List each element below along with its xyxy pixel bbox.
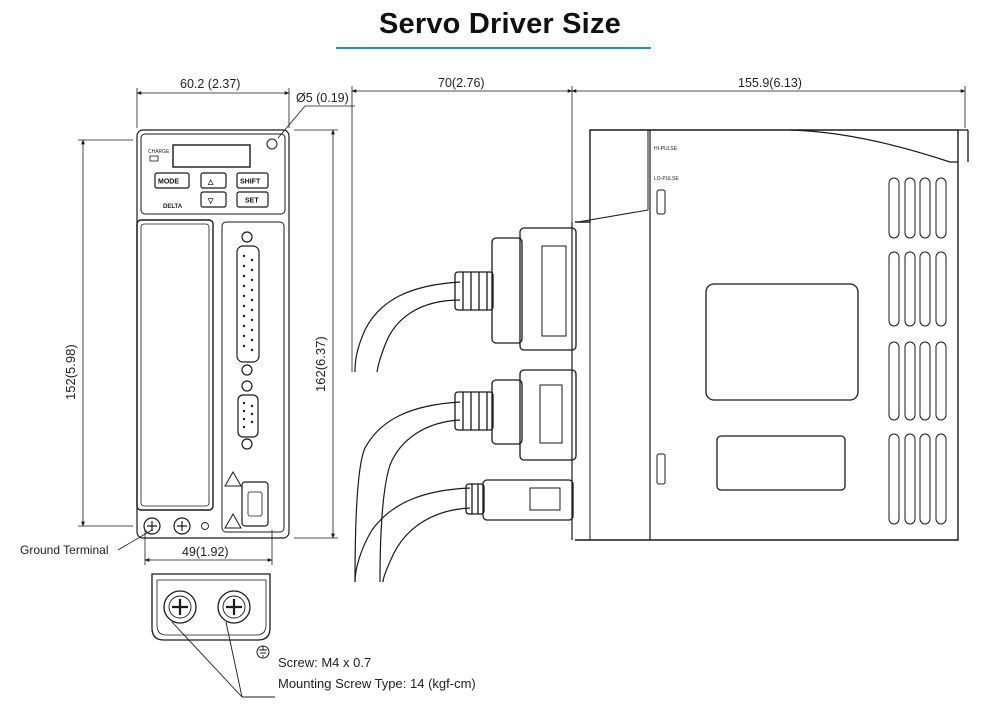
- ground-screw-right: [173, 517, 191, 535]
- side-body-outline: [575, 129, 959, 541]
- dim-hole-diameter: Ø5 (0.19): [296, 91, 349, 105]
- cn1-screw-top: [241, 231, 253, 243]
- cn1-connector: [236, 245, 260, 363]
- cn2-plug: [454, 369, 577, 461]
- dim-width-overall: 60.2 (2.37): [180, 77, 240, 91]
- side-window-small: [716, 435, 846, 491]
- mode-button: [154, 172, 190, 189]
- front-dimensions: [78, 88, 355, 565]
- shift-button-label: SHIFT: [240, 179, 261, 186]
- side-dimensions: [351, 86, 966, 372]
- warning-triangle-icon: [224, 470, 242, 487]
- hi-pulse-label: HI-PULSE: [654, 146, 678, 152]
- ground-symbol-icon: [201, 522, 209, 530]
- lo-pulse-label: LO-PULSE: [654, 176, 679, 182]
- cable-cn2: [354, 401, 461, 583]
- up-button-label: △: [207, 179, 214, 186]
- ground-screw-left: [143, 517, 161, 535]
- up-button: [200, 172, 227, 189]
- side-view: [354, 129, 969, 583]
- cn1-plug: [454, 227, 577, 351]
- dim-height-overall: 162(6.37): [313, 336, 328, 392]
- front-view: [136, 129, 290, 539]
- brand-logo: DELTA: [163, 204, 183, 210]
- dim-body-depth: 155.9(6.13): [738, 76, 802, 90]
- cn3-port: [241, 481, 269, 527]
- shift-button: [236, 172, 269, 189]
- set-button-label: SET: [245, 198, 259, 205]
- front-left-window: [136, 219, 214, 511]
- cn2-screw-top: [241, 380, 253, 392]
- terminal-block: [151, 573, 271, 641]
- ground-terminal-label: Ground Terminal: [20, 543, 109, 557]
- mount-hole: [266, 138, 278, 150]
- set-button: [236, 191, 269, 208]
- dim-height-mount: 152(5.98): [63, 344, 78, 400]
- front-display: [172, 144, 251, 168]
- ground-terminal-detail: [151, 573, 275, 698]
- cn3-plug: [465, 479, 574, 521]
- side-vents: [888, 177, 947, 525]
- warning-triangle-icon: [224, 512, 242, 529]
- charge-label: CHARGE: [148, 149, 170, 155]
- cn2-connector: [237, 394, 259, 438]
- connector-bay: [221, 221, 285, 533]
- front-keypad-panel: [140, 133, 286, 215]
- title-underline: [336, 47, 651, 49]
- cable-cn1: [354, 281, 461, 373]
- down-button-label: ▽: [207, 198, 214, 205]
- mode-button-label: MODE: [158, 179, 179, 186]
- dim-mount-width: 49(1.92): [182, 545, 229, 559]
- side-window-large: [705, 283, 859, 401]
- cn2-screw-bottom: [241, 438, 253, 450]
- cable-cn3: [354, 487, 471, 583]
- screw-head-icon: [163, 590, 197, 624]
- dim-connector-depth: 70(2.76): [438, 76, 485, 90]
- cn1-screw-bottom: [241, 364, 253, 376]
- screw-spec: Screw: M4 x 0.7: [278, 655, 371, 670]
- charge-led: [149, 155, 159, 162]
- page-title: Servo Driver Size: [379, 8, 621, 40]
- mounting-screw-spec: Mounting Screw Type: 14 (kgf-cm): [278, 676, 476, 691]
- down-button: [200, 191, 227, 208]
- screw-head-icon: [217, 590, 251, 624]
